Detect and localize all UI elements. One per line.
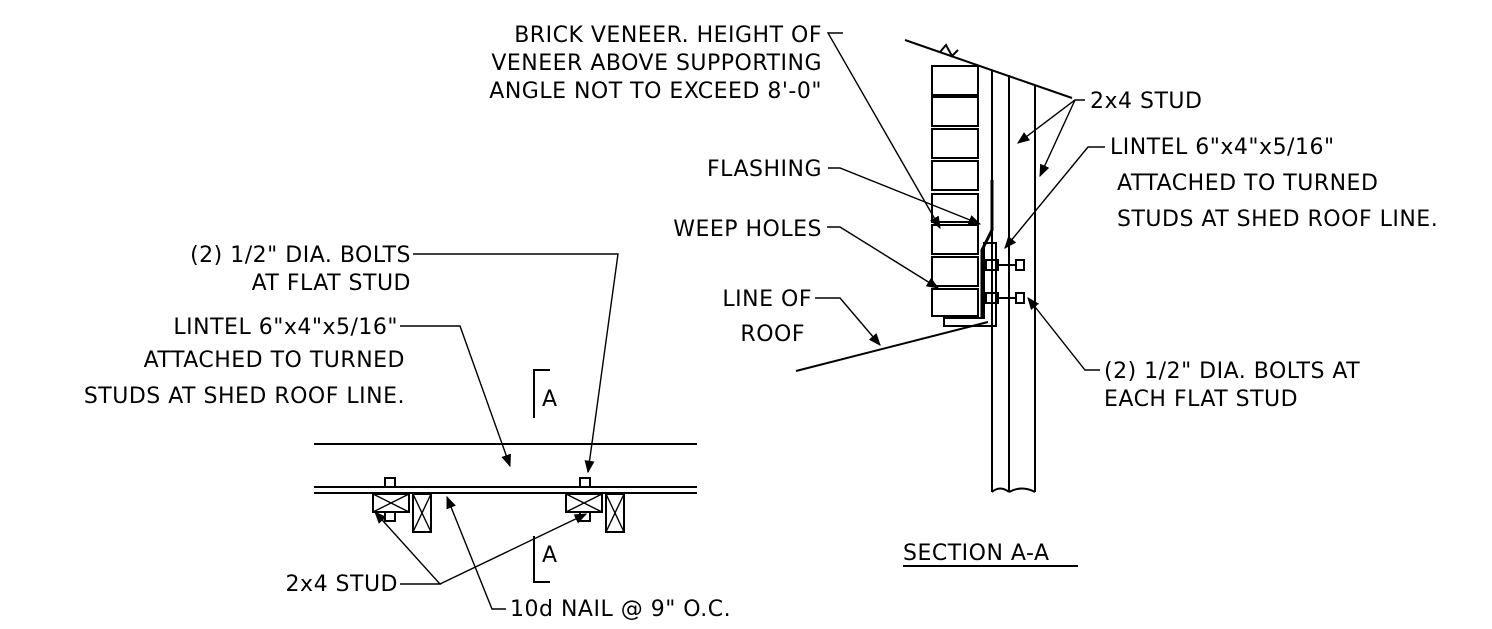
flashing-strip bbox=[980, 180, 994, 318]
break-line bbox=[904, 39, 1073, 99]
cut-label-bottom: A bbox=[542, 543, 558, 568]
plan-leaders bbox=[374, 253, 619, 610]
plan-stud-group-left bbox=[372, 477, 432, 533]
flashing-label: FLASHING bbox=[707, 157, 822, 182]
plan-bolts-label-2: AT FLAT STUD bbox=[252, 271, 411, 296]
brick-veneer-label-1: BRICK VENEER. HEIGHT OF bbox=[514, 23, 822, 48]
weep-holes-label: WEEP HOLES bbox=[673, 217, 822, 242]
plan-2x4-stud-label: 2x4 STUD bbox=[286, 572, 398, 597]
section-a-a: BRICK VENEER. HEIGHT OF VENEER ABOVE SUP… bbox=[489, 23, 1438, 567]
stud-wall bbox=[991, 70, 1036, 493]
section-cut-marker-top bbox=[533, 369, 550, 418]
brick-veneer bbox=[931, 65, 979, 317]
section-bolts bbox=[985, 259, 1025, 304]
plan-stud-group-right bbox=[565, 477, 625, 533]
section-2x4-stud-label: 2x4 STUD bbox=[1090, 89, 1202, 114]
brick-veneer-label-3: ANGLE NOT TO EXCEED 8'-0" bbox=[489, 79, 822, 104]
plan-bolts-label-1: (2) 1/2" DIA. BOLTS bbox=[190, 243, 411, 268]
brick-veneer-label-2: VENEER ABOVE SUPPORTING bbox=[491, 51, 822, 76]
plan-lintel-label-3: STUDS AT SHED ROOF LINE. bbox=[84, 384, 405, 409]
section-bolts-label-2: EACH FLAT STUD bbox=[1104, 387, 1298, 412]
section-lintel-label-3: STUDS AT SHED ROOF LINE. bbox=[1117, 207, 1438, 232]
section-cut-marker-bottom bbox=[533, 536, 550, 583]
plan-lintel-label-2: ATTACHED TO TURNED bbox=[144, 348, 405, 373]
line-of-roof-label-2: ROOF bbox=[740, 322, 805, 347]
section-leaders bbox=[815, 32, 1105, 371]
plan-lintel-label-1: LINTEL 6"x4"x5/16" bbox=[173, 315, 398, 340]
section-bolts-label-1: (2) 1/2" DIA. BOLTS AT bbox=[1104, 359, 1360, 384]
section-lintel-label-2: ATTACHED TO TURNED bbox=[1117, 171, 1378, 196]
lintel-angle bbox=[943, 242, 997, 327]
section-title: SECTION A-A bbox=[903, 541, 1050, 566]
plan-view: A A (2) 1/2" DIA. BOLTS AT FLAT STUD LIN… bbox=[84, 243, 731, 622]
nail-spacing-label: 10d NAIL @ 9" O.C. bbox=[510, 597, 731, 622]
roof-line bbox=[795, 321, 989, 372]
section-lintel-label-1: LINTEL 6"x4"x5/16" bbox=[1110, 135, 1335, 160]
line-of-roof-label-1: LINE OF bbox=[722, 287, 812, 312]
cut-label-top: A bbox=[542, 387, 558, 412]
